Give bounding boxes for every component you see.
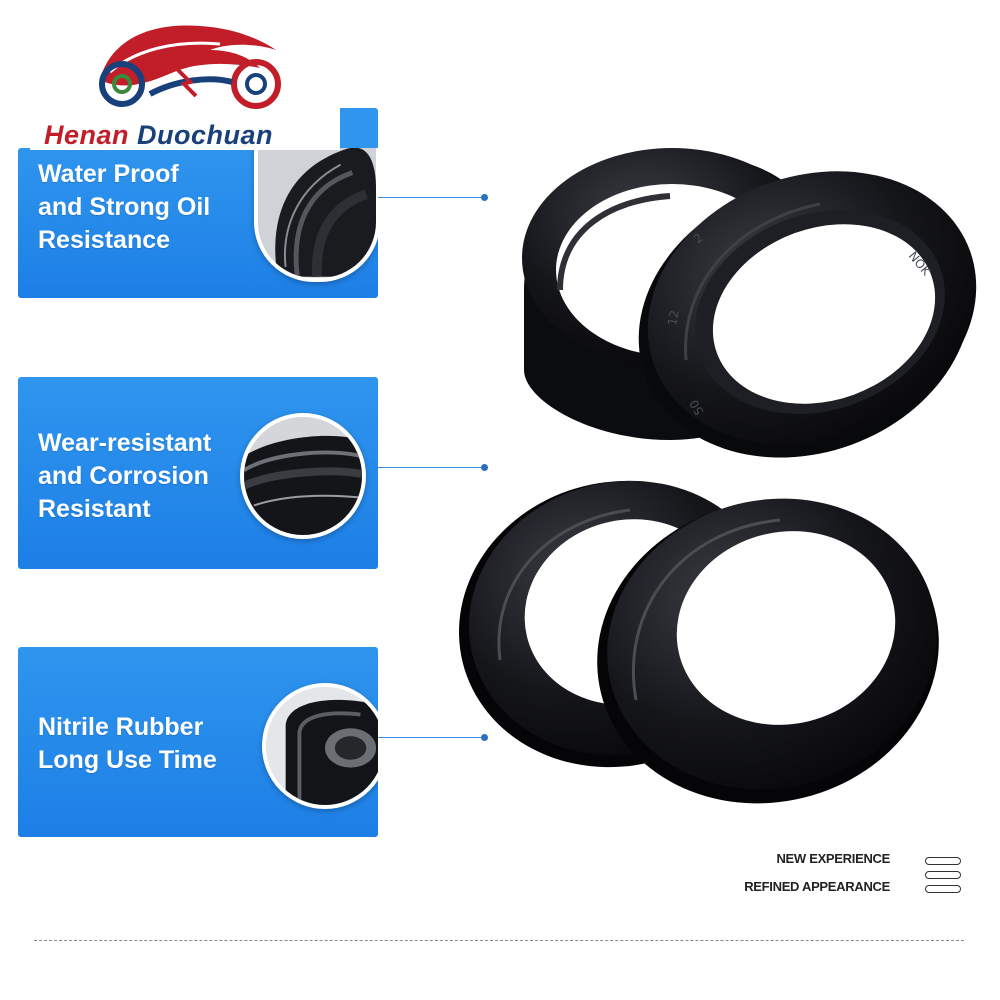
dust-seal [597,498,939,804]
tagline-refined-appearance: REFINED APPEARANCE [744,879,890,894]
feature-text: Nitrile Rubber Long Use Time [38,713,217,774]
pill-decoration-icon [925,871,961,879]
product-photo: 2 12 50 NOK [458,148,977,804]
brand-name: Henan Duochuan [44,120,344,151]
brand-name-part2: Duochuan [137,120,274,150]
connector-dot [481,194,488,201]
panel-accent [336,108,378,148]
feature-panel-nitrile-rubber: Nitrile Rubber Long Use Time [18,647,378,837]
connector-line [378,734,488,741]
dashed-divider [34,940,964,941]
pill-decoration-icon [925,885,961,893]
connector-line [378,194,488,201]
brand-name-part1: Henan [44,120,130,150]
connector-dot [481,464,488,471]
connector-dot [481,734,488,741]
oil-seal-closeup-icon [240,413,366,539]
feature-text: Wear-resistant and Corrosion Resistant [38,429,212,523]
feature-text: Water Proof and Strong Oil Resistance [38,160,211,254]
motorcycle-logo-icon [99,25,281,109]
pill-decoration-icon [925,857,961,865]
oil-seal-closeup-icon [254,148,378,282]
feature-panel-waterproof: Water Proof and Strong Oil Resistance [18,148,378,298]
brand-logo: Henan Duochuan [30,10,340,150]
feature-panel-wear-resistant: Wear-resistant and Corrosion Resistant [18,377,378,569]
seal-marking: 12 [665,309,681,326]
oil-seal-closeup-icon [262,683,378,809]
tagline-new-experience: NEW EXPERIENCE [776,851,890,866]
fork-oil-seal: 2 12 50 NOK [638,171,977,458]
seal-marking: 50 [687,397,707,417]
connector-line [378,464,488,471]
